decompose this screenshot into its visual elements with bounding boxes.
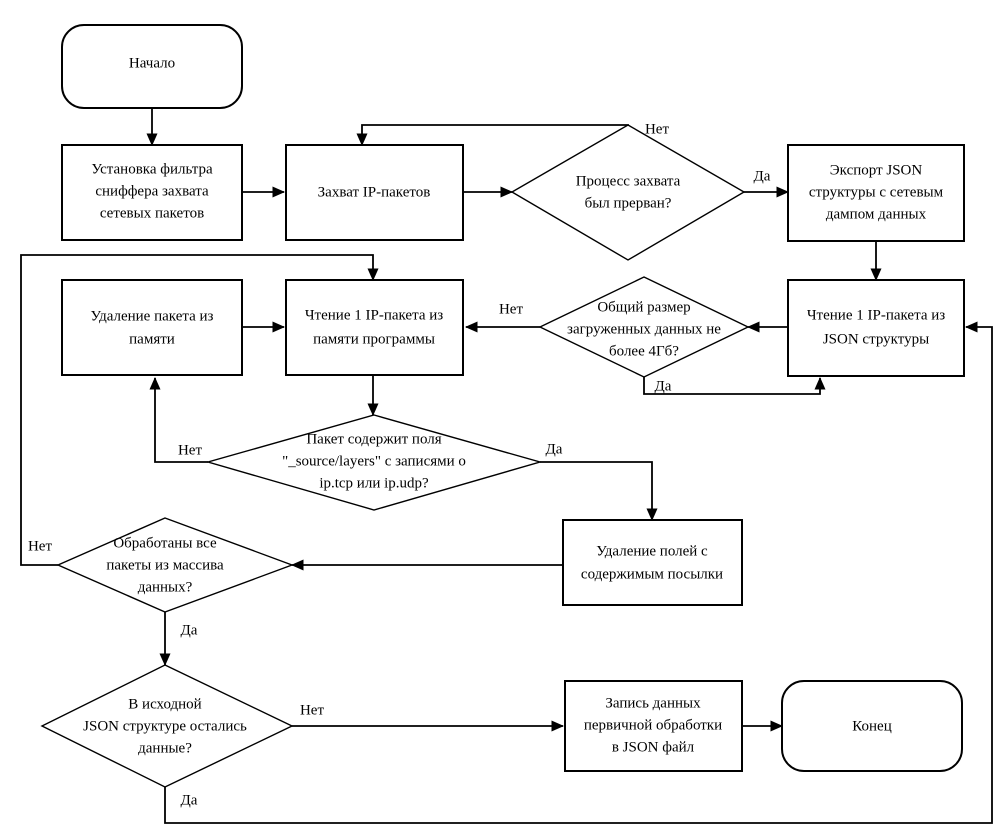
node-json-remaining-line2: JSON структуре остались [83, 718, 247, 734]
node-delete-packet-line1: Удаление пакета из [91, 308, 214, 324]
node-remove-payload-line2: содержимым посылки [581, 566, 723, 582]
node-has-layers[interactable]: Пакет содержит поля "_source/layers" с з… [205, 414, 543, 511]
node-write-result[interactable]: Запись данных первичной обработки в JSON… [564, 680, 743, 772]
edge-all-processed-no-loop [20, 254, 379, 566]
node-size-check-line2: загруженных данных не [567, 321, 721, 337]
node-read-from-json-line1: Чтение 1 IP-пакета из [807, 307, 945, 323]
node-set-filter-line1: Установка фильтра [91, 161, 213, 177]
node-json-remaining-line1: В исходной [128, 696, 201, 712]
node-has-layers-line1: Пакет содержит поля [306, 431, 441, 447]
node-json-remaining[interactable]: В исходной JSON структуре остались данны… [40, 664, 294, 788]
edge-label-has-layers-yes: Да [546, 441, 563, 457]
node-capture-interrupted-line2: был прерван? [585, 195, 672, 211]
node-size-check[interactable]: Общий размер загруженных данных не более… [538, 276, 750, 378]
edge-has-layers-yes-to-remove-payload [540, 461, 658, 522]
edge-label-json-remaining-yes: Да [181, 792, 198, 808]
node-export-json-line1: Экспорт JSON [830, 162, 923, 178]
node-end[interactable]: Конец [781, 680, 963, 772]
node-capture-label: Захват IP-пакетов [318, 184, 431, 200]
edge-label-json-remaining-no: Нет [300, 702, 324, 718]
node-export-json-line3: дампом данных [826, 206, 927, 222]
node-set-filter[interactable]: Установка фильтра сниффера захвата сетев… [61, 144, 243, 241]
node-has-layers-line2: "_source/layers" с записями о [282, 453, 466, 469]
node-capture-interrupted[interactable]: Процесс захвата был прерван? [510, 124, 746, 261]
edge-label-interrupted-no: Нет [645, 121, 669, 137]
edge-label-has-layers-no: Нет [178, 442, 202, 458]
edge-labels: Нет Да Нет Да Нет Да Нет Да Нет Да [28, 121, 771, 808]
node-export-json[interactable]: Экспорт JSON структуры с сетевым дампом … [787, 144, 965, 242]
node-delete-packet[interactable]: Удаление пакета из памяти [61, 279, 243, 376]
node-export-json-line2: структуры с сетевым [809, 184, 944, 200]
node-read-from-memory[interactable]: Чтение 1 IP-пакета из памяти программы [285, 279, 464, 376]
edge-size-check-yes-loop [643, 374, 826, 395]
node-read-from-json-line2: JSON структуры [823, 331, 929, 347]
node-size-check-line1: Общий размер [597, 299, 690, 315]
node-write-result-line1: Запись данных [605, 695, 701, 711]
node-capture[interactable]: Захват IP-пакетов [285, 144, 464, 241]
node-json-remaining-line3: данные? [138, 740, 192, 756]
edge-has-layers-no-loop [149, 376, 208, 463]
node-capture-interrupted-line1: Процесс захвата [576, 173, 681, 189]
node-set-filter-line3: сетевых пакетов [100, 205, 204, 221]
node-write-result-line2: первичной обработки [584, 717, 722, 733]
node-all-processed-line1: Обработаны все [113, 535, 217, 551]
edge-label-size-check-no: Нет [499, 301, 523, 317]
edge-label-interrupted-yes: Да [754, 168, 771, 184]
node-read-from-memory-line2: памяти программы [313, 331, 435, 347]
node-all-processed-line3: данных? [138, 579, 193, 595]
node-read-from-json[interactable]: Чтение 1 IP-пакета из JSON структуры [787, 279, 965, 377]
node-write-result-line3: в JSON файл [612, 739, 695, 755]
node-size-check-line3: более 4Гб? [609, 343, 679, 359]
node-delete-packet-line2: памяти [129, 331, 175, 347]
node-start[interactable]: Начало [61, 24, 243, 109]
edge-label-size-check-yes: Да [655, 378, 672, 394]
node-all-processed[interactable]: Обработаны все пакеты из массива данных? [56, 517, 295, 613]
node-all-processed-line2: пакеты из массива [106, 557, 224, 573]
node-start-label: Начало [129, 55, 175, 71]
node-remove-payload-line1: Удаление полей с [596, 543, 708, 559]
node-read-from-memory-line1: Чтение 1 IP-пакета из [305, 307, 443, 323]
node-has-layers-line3: ip.tcp или ip.udp? [319, 475, 429, 491]
node-set-filter-line2: сниффера захвата [95, 183, 209, 199]
node-remove-payload[interactable]: Удаление полей с содержимым посылки [562, 519, 743, 606]
edge-label-all-processed-no: Нет [28, 538, 52, 554]
edge-label-all-processed-yes: Да [181, 622, 198, 638]
edge-json-remaining-yes-loop [164, 321, 993, 824]
connectors [20, 108, 993, 824]
node-end-label: Конец [852, 718, 891, 734]
